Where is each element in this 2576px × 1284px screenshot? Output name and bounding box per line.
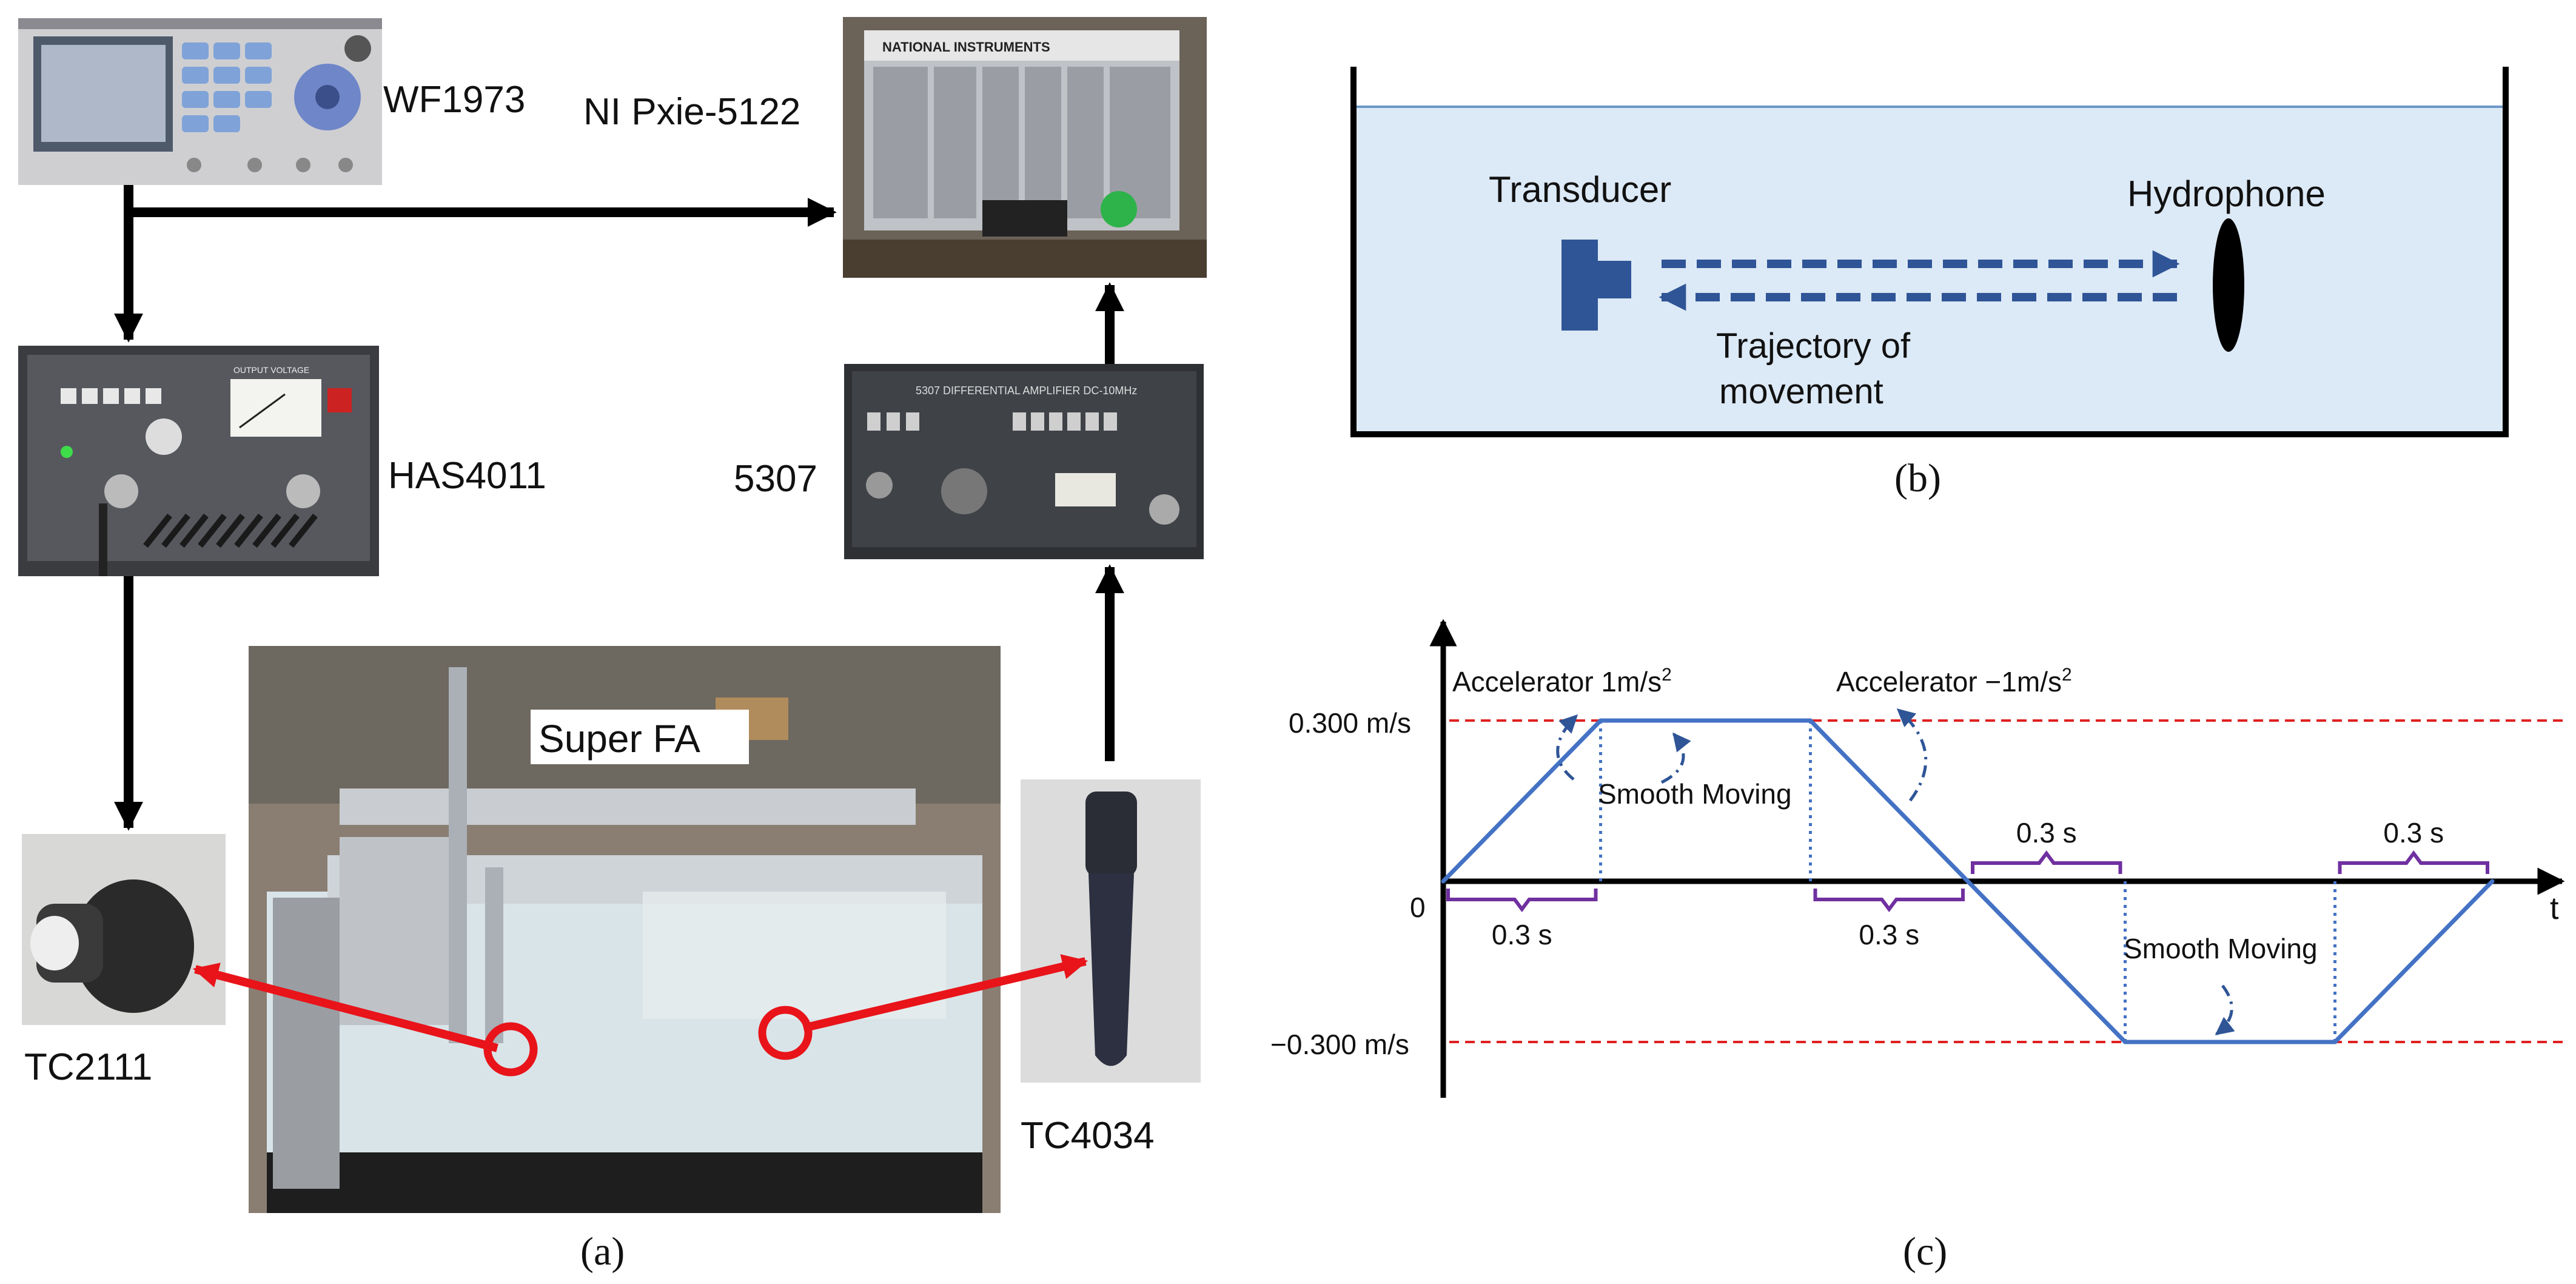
label-tc4034: TC4034	[1021, 1115, 1155, 1157]
connection-arrows	[114, 185, 1124, 831]
red-circle-hydrophone	[758, 1006, 813, 1060]
annotation-acc-pos-sup: 2	[1662, 665, 1672, 685]
y-tick-pos: 0.300 m/s	[1289, 707, 1411, 739]
velocity-series	[1441, 718, 2495, 1044]
label-ni-pxie: NI Pxie-5122	[583, 91, 800, 133]
annotation-smooth-2: Smooth Moving	[2124, 933, 2318, 964]
label-superfa: Super FA	[538, 717, 700, 761]
label-wf1973: WF1973	[383, 79, 525, 121]
brace-label-4: 0.3 s	[2383, 817, 2444, 849]
red-arrow-to-tc2111	[192, 963, 498, 1052]
red-markers	[192, 954, 1088, 1077]
ni-pxie-photo: NATIONAL INSTRUMENTS	[843, 17, 1207, 278]
hydrophone-shape	[2213, 218, 2244, 352]
brace-label-2: 0.3 s	[1859, 919, 1919, 950]
label-trajectory-line2: movement	[1719, 372, 1883, 411]
x-axis-label: t	[2550, 891, 2559, 926]
water-tank-wall	[1350, 67, 2509, 437]
annotation-smooth-1: Smooth Moving	[1598, 778, 1792, 810]
brace-2	[1813, 889, 1965, 912]
brace-label-3: 0.3 s	[2016, 817, 2077, 849]
time-braces: 0.3 s 0.3 s 0.3 s 0.3 s	[1446, 817, 2489, 950]
water-tank-water	[1353, 107, 2506, 434]
label-trajectory-line1: Trajectory of	[1716, 326, 1911, 366]
series-segment-4	[1965, 879, 2127, 1044]
label-tc2111: TC2111	[24, 1046, 152, 1088]
has4011-photo: OUTPUT VOLTAGE	[18, 346, 379, 576]
tc4034-photo	[1021, 779, 1201, 1083]
brace-4	[2338, 850, 2489, 874]
annotation-acc-neg: Accelerator −1m/s2	[1836, 665, 2072, 697]
brace-3	[1971, 850, 2122, 874]
annotation-leaders	[1556, 708, 2235, 1035]
annotation-acc-pos: Accelerator 1m/s2	[1452, 665, 1672, 697]
leader-acc-pos	[1556, 714, 1578, 781]
caption-a: (a)	[580, 1229, 625, 1274]
red-arrow-to-tc4034	[802, 954, 1088, 1032]
dotted-guides	[1599, 721, 2336, 1042]
ni-brand-text: NATIONAL INSTRUMENTS	[882, 39, 1050, 55]
label-has4011: HAS4011	[388, 455, 546, 497]
panel-b: Transducer Hydrophone Trajectory of move…	[1350, 67, 2509, 500]
wf1973-photo	[18, 18, 382, 185]
leader-acc-neg	[1896, 708, 1928, 802]
series-segment-3	[1808, 718, 1970, 884]
amp5307-photo: 5307 DIFFERENTIAL AMPLIFIER DC-10MHz	[844, 364, 1204, 559]
superfa-photo	[249, 646, 1001, 1213]
leader-smooth-2	[2215, 984, 2235, 1035]
transducer-shape	[1561, 240, 1631, 331]
brace-1	[1446, 889, 1598, 912]
leader-smooth-1	[1660, 732, 1691, 784]
panel-a: WF1973 NI Pxie-5122 NATIONAL INSTRUMENTS	[18, 17, 1207, 1274]
label-transducer: Transducer	[1489, 169, 1671, 210]
brace-label-1: 0.3 s	[1492, 919, 1552, 950]
has-output-text: OUTPUT VOLTAGE	[233, 365, 309, 375]
tc2111-photo	[22, 834, 226, 1025]
y-tick-neg: −0.300 m/s	[1270, 1029, 1409, 1060]
amp-title-text: 5307 DIFFERENTIAL AMPLIFIER DC-10MHz	[916, 385, 1137, 397]
label-5307: 5307	[734, 458, 817, 500]
caption-b: (b)	[1894, 456, 1941, 500]
annotation-acc-neg-sup: 2	[2062, 665, 2072, 685]
series-segment-6	[2333, 879, 2495, 1044]
series-segment-1	[1441, 718, 1603, 884]
label-hydrophone: Hydrophone	[2127, 173, 2326, 214]
y-tick-zero: 0	[1410, 892, 1426, 923]
caption-c: (c)	[1903, 1229, 1947, 1274]
